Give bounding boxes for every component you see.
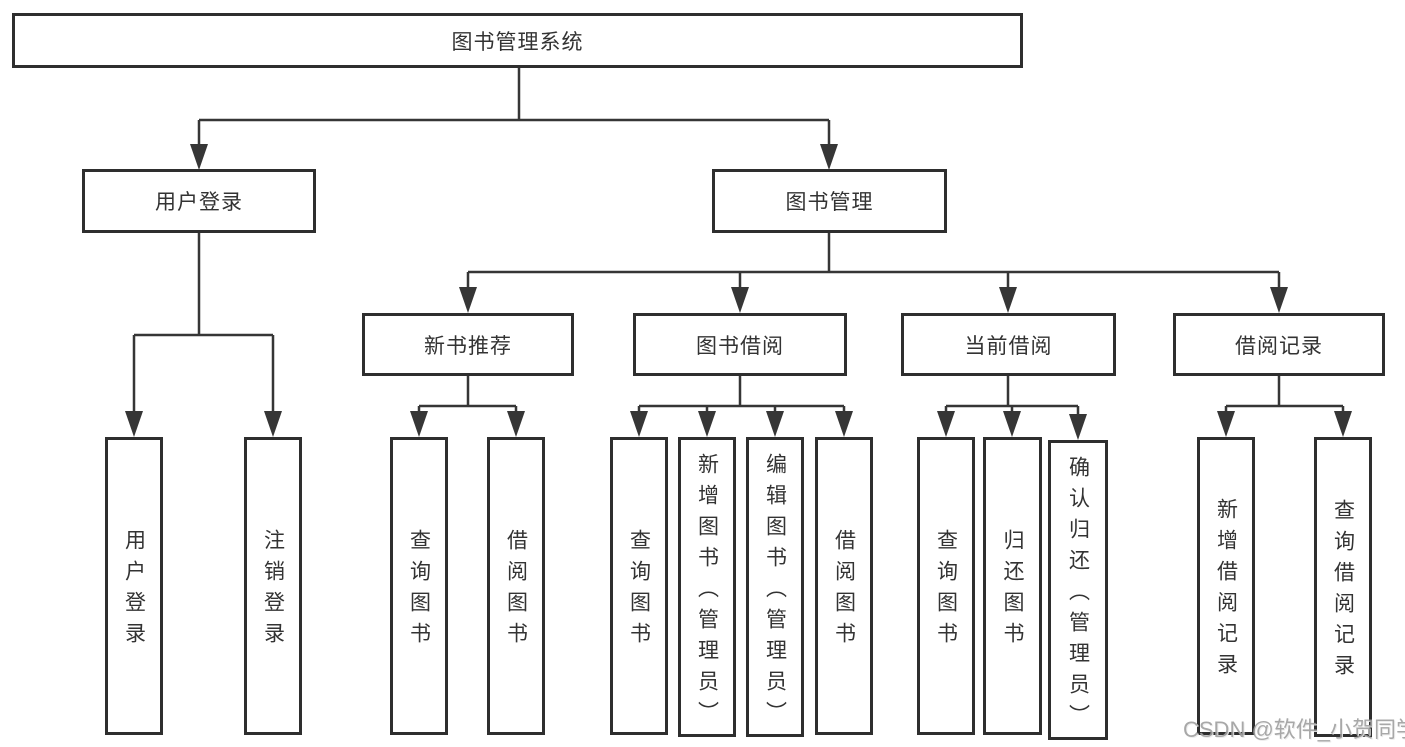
node-add-borrow-record: 新增借阅记录 <box>1197 437 1255 735</box>
node-return-book: 归还图书 <box>983 437 1042 735</box>
node-edit-book-admin-label: 编辑图书（管理员） <box>763 452 787 732</box>
node-login: 用户登录 <box>105 437 163 735</box>
node-query-books-recommend-label: 查询图书 <box>407 529 431 653</box>
node-borrow-books: 借阅图书 <box>815 437 873 735</box>
node-query-books-current-label: 查询图书 <box>934 529 958 653</box>
watermark: CSDN @软件_小贺同学 <box>1183 717 1405 742</box>
node-query-borrow-record-label: 查询借阅记录 <box>1331 499 1355 685</box>
node-add-book-admin-label: 新增图书（管理员） <box>695 452 719 732</box>
node-logout: 注销登录 <box>244 437 302 735</box>
node-borrow-books-recommend-label: 借阅图书 <box>504 529 528 653</box>
node-add-borrow-record-label: 新增借阅记录 <box>1214 498 1238 684</box>
connector-book-borrow-children <box>630 376 853 437</box>
node-book-borrowing: 图书借阅 <box>633 313 847 376</box>
node-query-books-current: 查询图书 <box>917 437 975 735</box>
node-query-borrow-record: 查询借阅记录 <box>1314 437 1372 737</box>
node-confirm-return-admin: 确认归还（管理员） <box>1048 440 1108 740</box>
node-query-books-borrow-label: 查询图书 <box>627 529 651 653</box>
connector-new-book-rec-children <box>410 376 525 437</box>
node-user-login: 用户登录 <box>82 169 316 233</box>
node-query-books-borrow: 查询图书 <box>610 437 668 735</box>
node-edit-book-admin: 编辑图书（管理员） <box>746 437 804 737</box>
node-logout-label: 注销登录 <box>261 529 285 653</box>
node-current-borrowing: 当前借阅 <box>901 313 1116 376</box>
node-borrowing-records: 借阅记录 <box>1173 313 1385 376</box>
node-borrow-books-recommend: 借阅图书 <box>487 437 545 735</box>
node-new-book-recommend: 新书推荐 <box>362 313 574 376</box>
node-book-management: 图书管理 <box>712 169 947 233</box>
node-borrow-books-label: 借阅图书 <box>832 529 856 653</box>
node-add-book-admin: 新增图书（管理员） <box>678 437 736 737</box>
connector-current-borrow-children <box>937 376 1087 440</box>
connector-root-to-level2 <box>190 68 838 170</box>
node-query-books-recommend: 查询图书 <box>390 437 448 735</box>
connector-borrow-records-children <box>1217 376 1352 437</box>
node-library-system: 图书管理系统 <box>12 13 1023 68</box>
connector-user-login-children <box>125 233 282 437</box>
node-login-label: 用户登录 <box>122 529 146 653</box>
node-return-book-label: 归还图书 <box>1001 529 1024 653</box>
node-confirm-return-admin-label: 确认归还（管理员） <box>1066 455 1090 735</box>
connector-book-mgmt-children <box>459 233 1288 313</box>
